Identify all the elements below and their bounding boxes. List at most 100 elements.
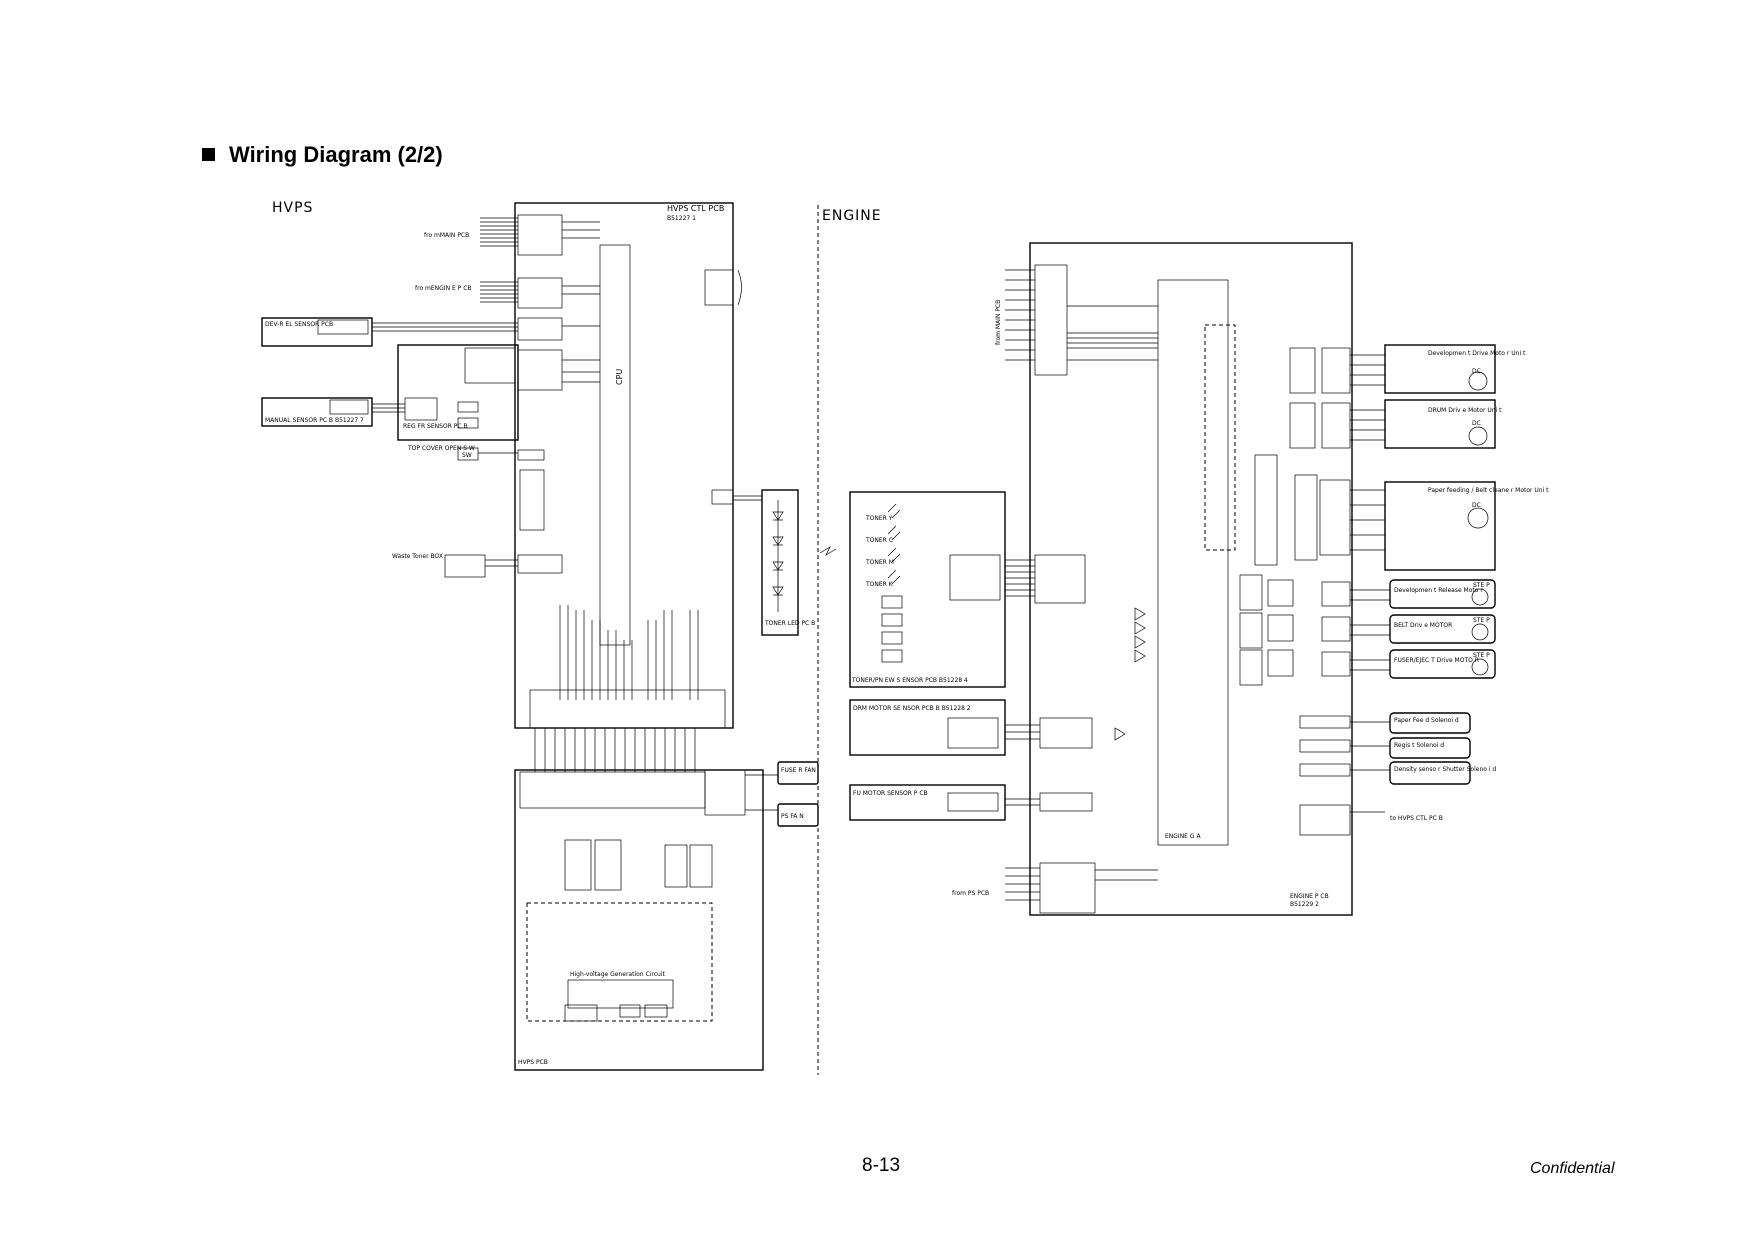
section-label-hvps: HVPS	[272, 200, 314, 216]
hv-transformer-1	[564, 839, 592, 891]
fuser-fan-label: FUSE R FAN	[781, 767, 816, 774]
devrel-wires	[372, 322, 518, 332]
dev-motor-type: DC	[1472, 368, 1481, 375]
fuser-motor-type: STE P	[1473, 652, 1490, 659]
drm-sensor-connector	[947, 717, 999, 749]
engine-cn-drm	[1039, 717, 1093, 749]
svg-text:TONER C: TONER C	[865, 537, 893, 544]
engine-cn-toner	[1034, 554, 1086, 604]
cpu-block	[599, 244, 631, 646]
hv-transformer-4	[689, 844, 713, 888]
connector-cn5	[517, 449, 545, 461]
svg-text:TONER K: TONER K	[865, 581, 894, 588]
toner-led-diodes	[772, 500, 784, 612]
drum-motor-type: DC	[1472, 420, 1481, 427]
page-title-text: Wiring Diagram (2/2)	[229, 142, 443, 167]
toner-sensor-wires	[1005, 559, 1035, 597]
waste-toner-connector	[444, 554, 486, 578]
hv-transformer-2	[594, 839, 622, 891]
fuser-motor-label: FUSER/EJEC T Drive MOTO R	[1394, 657, 1479, 664]
reg-fr-connector	[404, 397, 438, 421]
density-solenoid-label: Density senso r Shutter Soleno i d	[1394, 766, 1496, 773]
density-shutter-solenoid	[1389, 761, 1471, 785]
bus-lines-main	[480, 217, 600, 383]
from-main-label: fro mMAIN PCB	[424, 232, 469, 239]
engine-ga-label: ENGINE G A	[1165, 833, 1201, 840]
toner-sensor-items: TONER Y TONER C TONER M TONER K	[865, 503, 1001, 663]
drum-drive-motor-unit	[1384, 399, 1496, 449]
fuser-fan-box	[777, 761, 819, 785]
paper-feed-solenoid-label: Paper Fee d Solenoi d	[1394, 717, 1459, 724]
development-release-motor	[1389, 579, 1496, 609]
cpu-label: CPU	[615, 369, 624, 385]
page-number: 8-13	[862, 1155, 901, 1176]
svg-text:TONER M: TONER M	[865, 559, 894, 566]
top-cover-switch-box	[457, 447, 479, 461]
engine-motor-drivers	[1239, 347, 1318, 686]
toner-pnew-sensor-pcb	[849, 491, 1006, 688]
belt-drive-motor	[1389, 614, 1496, 644]
hvps-ctl-pcb-number: B51227 1	[667, 215, 696, 222]
drm-sensor-label: DRM MOTOR SE NSOR PCB B B51228 2	[853, 705, 971, 712]
regist-solenoid	[1389, 737, 1471, 759]
ps-wires	[1005, 867, 1158, 901]
drum-motor-label: DRUM Driv e Motor Uni t	[1428, 407, 1502, 414]
dev-release-label: Developmen t Release Moto r	[1394, 587, 1483, 594]
connector-cn2	[517, 277, 563, 309]
reg-fr-sensor-label: REG FR SENSOR PC B	[403, 423, 468, 430]
develop-unit-dashed	[1204, 324, 1236, 551]
devrel-sensor-pcb-box	[261, 317, 373, 347]
manual-sensor-label: MANUAL SENSOR PC B B51227 7	[265, 417, 364, 424]
confidential-label: Confidential	[1530, 1160, 1615, 1177]
waste-toner-label: Waste Toner BOX	[392, 553, 443, 560]
reg-r-sensor	[457, 417, 479, 429]
hvps-interboard-wires	[534, 728, 696, 772]
debug-connector	[704, 269, 734, 306]
svg-text:TONER Y: TONER Y	[865, 515, 893, 522]
hv-generation-circuit	[526, 902, 713, 1022]
to-hvps-label: to HVPS CTL PC B	[1390, 815, 1443, 822]
paper-feed-motor-dc-icon	[1467, 507, 1489, 529]
drum-motor-dc-icon	[1468, 426, 1488, 446]
paper-feed-motor-type: DC	[1472, 502, 1481, 509]
engine-cn-fu	[1039, 792, 1093, 812]
page-title: Wiring Diagram (2/2)	[202, 142, 443, 168]
hvps-pcb-label: HVPS PCB	[518, 1059, 548, 1066]
fu-sensor-label: FU MOTOR SENSOR P CB	[853, 790, 928, 797]
ps-fan-label: PS FA N	[781, 813, 804, 820]
engine-main-bus	[1005, 269, 1158, 361]
hvps-pcb-box	[514, 769, 764, 1071]
belt-motor-label: BELT Driv e MOTOR	[1394, 622, 1452, 629]
paper-feed-motor-label: Paper feeding / Belt cleane r Motor Uni …	[1428, 487, 1549, 494]
connector-cn1	[517, 214, 563, 256]
toner-led-pcb-box	[761, 489, 799, 636]
dev-motor-label: Developmen t Drive Moto r Uni t	[1428, 350, 1526, 357]
engine-cn-ps	[1039, 862, 1096, 914]
paper-feeding-motor-unit	[1384, 481, 1496, 571]
engine-pcb-number: B51229 2	[1290, 901, 1319, 908]
engine-cn1-connector	[1034, 264, 1068, 376]
from-engine-label: fro mENGIN E P CB	[415, 285, 472, 292]
from-ps-label: from PS PCB	[952, 890, 989, 897]
comparators	[1114, 607, 1146, 741]
from-main-pcb-label: from MAIN PCB	[995, 300, 1002, 345]
fu-sensor-connector	[947, 792, 999, 812]
hvps-ctl-pcb-label: HVPS CTL PCB	[667, 204, 724, 213]
paper-feed-solenoid	[1389, 712, 1471, 734]
hvps-ctl-bottom-connector	[529, 689, 726, 729]
break-mark-icon	[819, 546, 837, 556]
belt-motor-step-icon	[1471, 623, 1489, 641]
connector-cn6	[517, 554, 563, 574]
manual-connector	[329, 399, 369, 415]
dev-release-type: STE P	[1473, 582, 1490, 589]
drm-motor-sensor-pcb	[849, 699, 1006, 756]
engine-right-connectors	[1299, 347, 1351, 836]
development-drive-motor-unit	[1384, 344, 1496, 394]
connector-cn4	[517, 349, 563, 391]
toner-led-label: TONER LED PC B	[764, 620, 815, 627]
hvps-pcb-top-connector	[519, 771, 706, 809]
hv-generation-label: High-voltage Generation Circuit	[570, 971, 665, 978]
engine-pcb-label: ENGINE P CB	[1290, 893, 1329, 900]
fuser-eject-drive-motor	[1389, 649, 1496, 679]
